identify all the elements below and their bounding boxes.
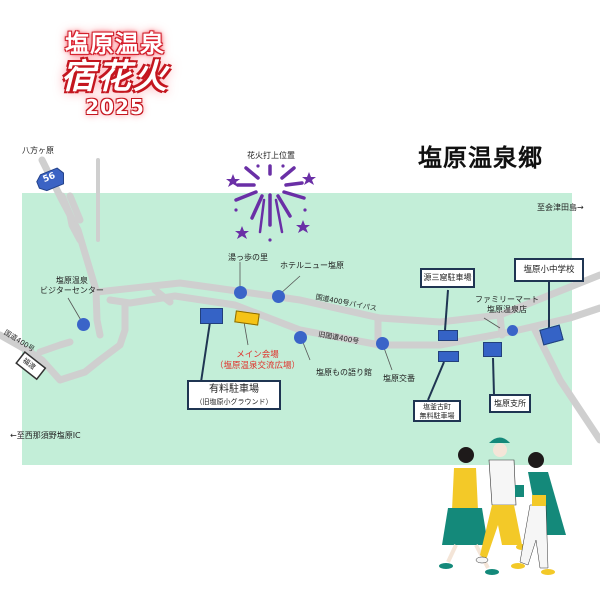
fireworks-icon [234, 164, 307, 242]
landmark-monogatari-kan-label: 塩原もの語り館 [316, 368, 372, 377]
free-parking-box: 塩釜古町 無料駐車場 [413, 400, 461, 422]
event-logo: 塩原温泉 宿花火 2025 [30, 30, 200, 118]
landmark-familymart-label: ファミリーマート 塩原温泉店 [475, 295, 539, 314]
logo-line-year: 2025 [85, 95, 145, 119]
direction-happogahara: 八方ヶ原 [22, 146, 54, 155]
paid-parking-marker[interactable] [200, 308, 223, 324]
main-venue-label: メイン会場 （塩原温泉交流広場） [215, 350, 301, 371]
fireworks-label: 花火打上位置 [247, 151, 295, 160]
landmark-monogatari-kan-marker[interactable] [294, 331, 307, 344]
genzaburo-parking-marker[interactable] [438, 330, 458, 341]
logo-line-yado-hanabi: 宿花火 [61, 57, 169, 97]
walking-people-illustration [439, 437, 566, 575]
map-title: 塩原温泉郷 [418, 144, 543, 172]
landmark-koban-marker[interactable] [376, 337, 389, 350]
landmark-hotel-new-shiobara-marker[interactable] [272, 290, 285, 303]
logo-line-onsen: 塩原温泉 [65, 30, 165, 58]
direction-aizu-tajima: 至会津田島→ [537, 203, 584, 212]
paid-parking-box: 有料駐車場 （旧塩原小グラウンド） [187, 380, 281, 410]
school-box: 塩原小中学校 [514, 258, 584, 282]
landmark-familymart-marker[interactable] [507, 325, 518, 336]
fukuwata-road-sign [15, 351, 47, 381]
route-56-shield [36, 167, 65, 192]
landmark-yuppo-marker[interactable] [234, 286, 247, 299]
landmark-hotel-new-shiobara-label: ホテルニュー塩原 [280, 261, 344, 270]
direction-nishinasuno-ic: ←至西那須野塩原IC [10, 431, 81, 440]
branch-office-marker[interactable] [483, 342, 502, 357]
landmark-visitor-center-label: 塩原温泉 ビジターセンター [40, 276, 104, 295]
genzaburo-parking-box: 源三窟駐車場 [420, 268, 475, 288]
branch-office-box: 塩原支所 [489, 394, 531, 413]
landmark-yuppo-label: 湯っ歩の里 [228, 253, 268, 262]
landmark-visitor-center-marker[interactable] [77, 318, 90, 331]
star-icons [226, 172, 316, 239]
free-parking-marker[interactable] [438, 351, 459, 362]
landmark-koban-label: 塩原交番 [383, 374, 415, 383]
